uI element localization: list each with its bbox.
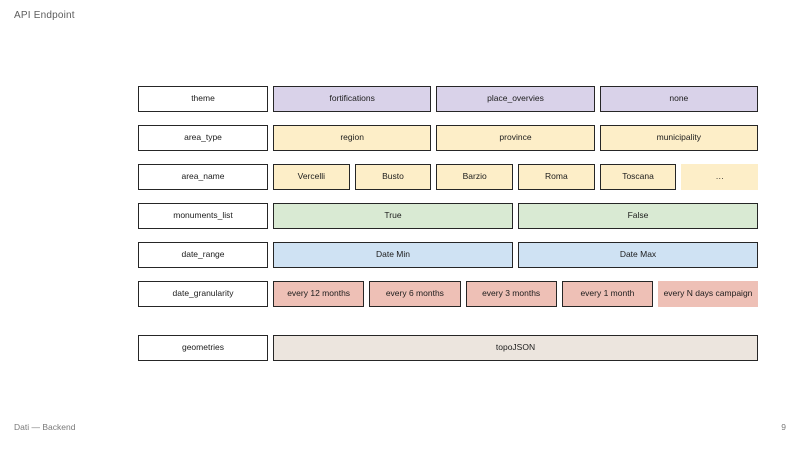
param-label-theme: theme <box>138 86 268 112</box>
param-values: topoJSON <box>273 335 758 361</box>
param-label-date_range: date_range <box>138 242 268 268</box>
param-label-area_type: area_type <box>138 125 268 151</box>
param-option[interactable]: region <box>273 125 432 151</box>
param-option[interactable]: province <box>436 125 595 151</box>
param-option[interactable]: every 12 months <box>273 281 365 307</box>
param-option[interactable]: Roma <box>518 164 595 190</box>
param-option[interactable]: … <box>681 164 759 190</box>
page-number: 9 <box>781 422 786 432</box>
param-option[interactable]: Date Min <box>273 242 513 268</box>
param-option[interactable]: Vercelli <box>273 164 350 190</box>
param-option[interactable]: every N days campaign <box>658 281 758 307</box>
param-option[interactable]: every 6 months <box>369 281 461 307</box>
param-option[interactable]: True <box>273 203 513 229</box>
param-option[interactable]: False <box>518 203 758 229</box>
param-option[interactable]: fortifications <box>273 86 432 112</box>
param-option[interactable]: Busto <box>354 164 432 190</box>
page-title: API Endpoint <box>14 10 75 21</box>
param-option[interactable]: none <box>599 86 758 112</box>
param-label-monuments_list: monuments_list <box>138 203 268 229</box>
param-label-geometries: geometries <box>138 335 268 361</box>
footer-label: Dati — Backend <box>14 422 76 432</box>
param-option[interactable]: Barzio <box>436 164 514 190</box>
param-label-area_name: area_name <box>138 164 268 190</box>
param-option[interactable]: every 1 month <box>561 281 653 307</box>
param-option[interactable]: place_overvies <box>436 86 595 112</box>
param-option[interactable]: municipality <box>599 125 758 151</box>
param-label-date_granularity: date_granularity <box>138 281 268 307</box>
param-option[interactable]: Date Max <box>518 242 758 268</box>
param-option[interactable]: every 3 months <box>465 281 557 307</box>
param-option[interactable]: topoJSON <box>273 335 758 361</box>
param-option[interactable]: Toscana <box>599 164 677 190</box>
